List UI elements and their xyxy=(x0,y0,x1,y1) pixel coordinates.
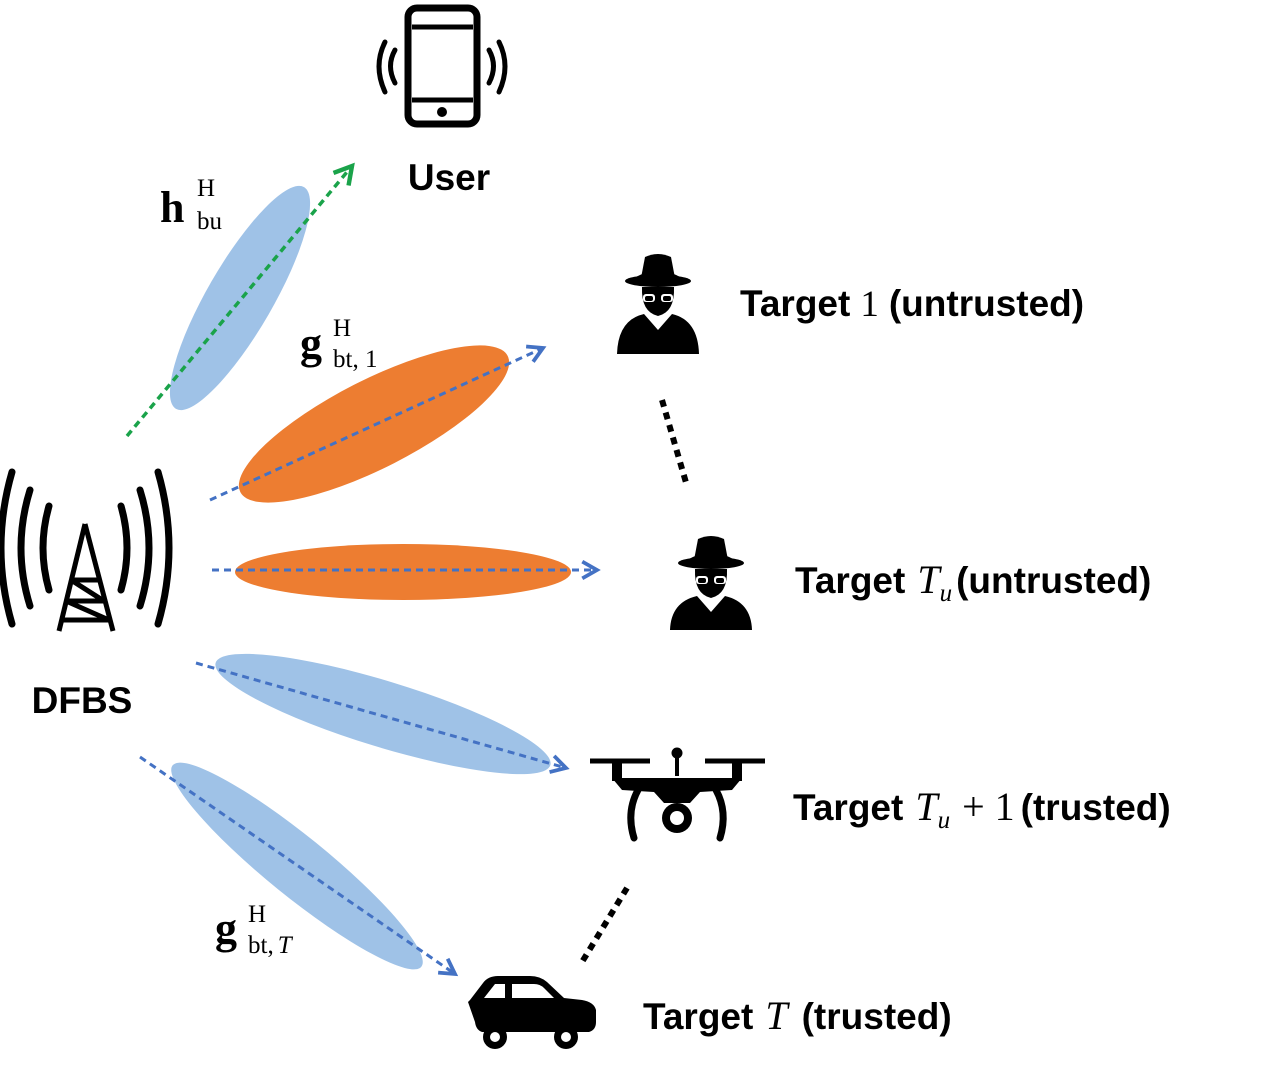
h-subscript: bu xyxy=(197,208,223,235)
target-tu-sub: u xyxy=(940,580,953,607)
target-t-base: T xyxy=(765,993,790,1038)
base-station-tower-icon xyxy=(0,468,173,632)
target-1-trust: (untrusted) xyxy=(889,283,1084,324)
target-1-prefix: Target xyxy=(740,283,850,324)
channel-arrow-target-tu1 xyxy=(195,661,570,774)
target-tu1-plus-one: + 1 xyxy=(962,784,1015,829)
channel-label-g-bt1: g H bt, 1 xyxy=(300,315,377,373)
h-symbol: h xyxy=(160,183,184,232)
user-label: User xyxy=(408,157,490,198)
beam-target-tu xyxy=(235,544,571,600)
ellipsis-dots-trusted xyxy=(579,886,630,964)
target-tu1-trust: (trusted) xyxy=(1021,787,1171,828)
beam-target-tu1 xyxy=(215,653,551,775)
spy-icon xyxy=(670,536,752,630)
target-tu1-base: T xyxy=(915,784,940,829)
channel-arrow-user xyxy=(125,162,355,438)
gT-subscript-T: T xyxy=(278,932,294,959)
g1-subscript: bt, 1 xyxy=(333,346,377,373)
channel-label-h-bu: h H bu xyxy=(160,175,223,235)
g1-superscript: H xyxy=(333,315,351,342)
g1-symbol: g xyxy=(300,319,322,368)
channel-arrow-target-1 xyxy=(209,344,547,502)
beam-user xyxy=(169,185,311,411)
channel-arrow-target-t xyxy=(139,755,459,977)
target-tu1-label: Target Tu + 1(trusted) xyxy=(793,784,1171,834)
beam-target-t xyxy=(171,762,423,970)
gT-symbol: g xyxy=(215,904,237,953)
ellipsis-dots-untrusted xyxy=(659,399,690,487)
h-superscript: H xyxy=(197,175,215,202)
car-icon xyxy=(468,976,596,1049)
target-t-label: Target T (trusted) xyxy=(643,993,952,1038)
target-tu-prefix: Target xyxy=(795,560,905,601)
drone-icon xyxy=(590,747,765,842)
channel-label-g-btT: g H bt,T xyxy=(215,901,294,959)
smartphone-icon xyxy=(376,4,508,128)
spy-icon xyxy=(617,254,699,354)
gT-subscript-text: bt, xyxy=(248,932,274,959)
target-tu1-prefix: Target xyxy=(793,787,903,828)
target-tu-label: Target Tu(untrusted) xyxy=(795,557,1151,607)
target-tu-trust: (untrusted) xyxy=(956,560,1151,601)
target-t-prefix: Target xyxy=(643,996,753,1037)
target-tu-base: T xyxy=(917,557,942,602)
target-1-index: 1 xyxy=(860,284,879,325)
gT-subscript: bt,T xyxy=(248,932,294,959)
gT-superscript: H xyxy=(248,901,266,928)
dfbs-label: DFBS xyxy=(32,680,133,721)
target-t-trust: (trusted) xyxy=(802,996,952,1037)
target-tu1-sub: u xyxy=(938,807,951,834)
